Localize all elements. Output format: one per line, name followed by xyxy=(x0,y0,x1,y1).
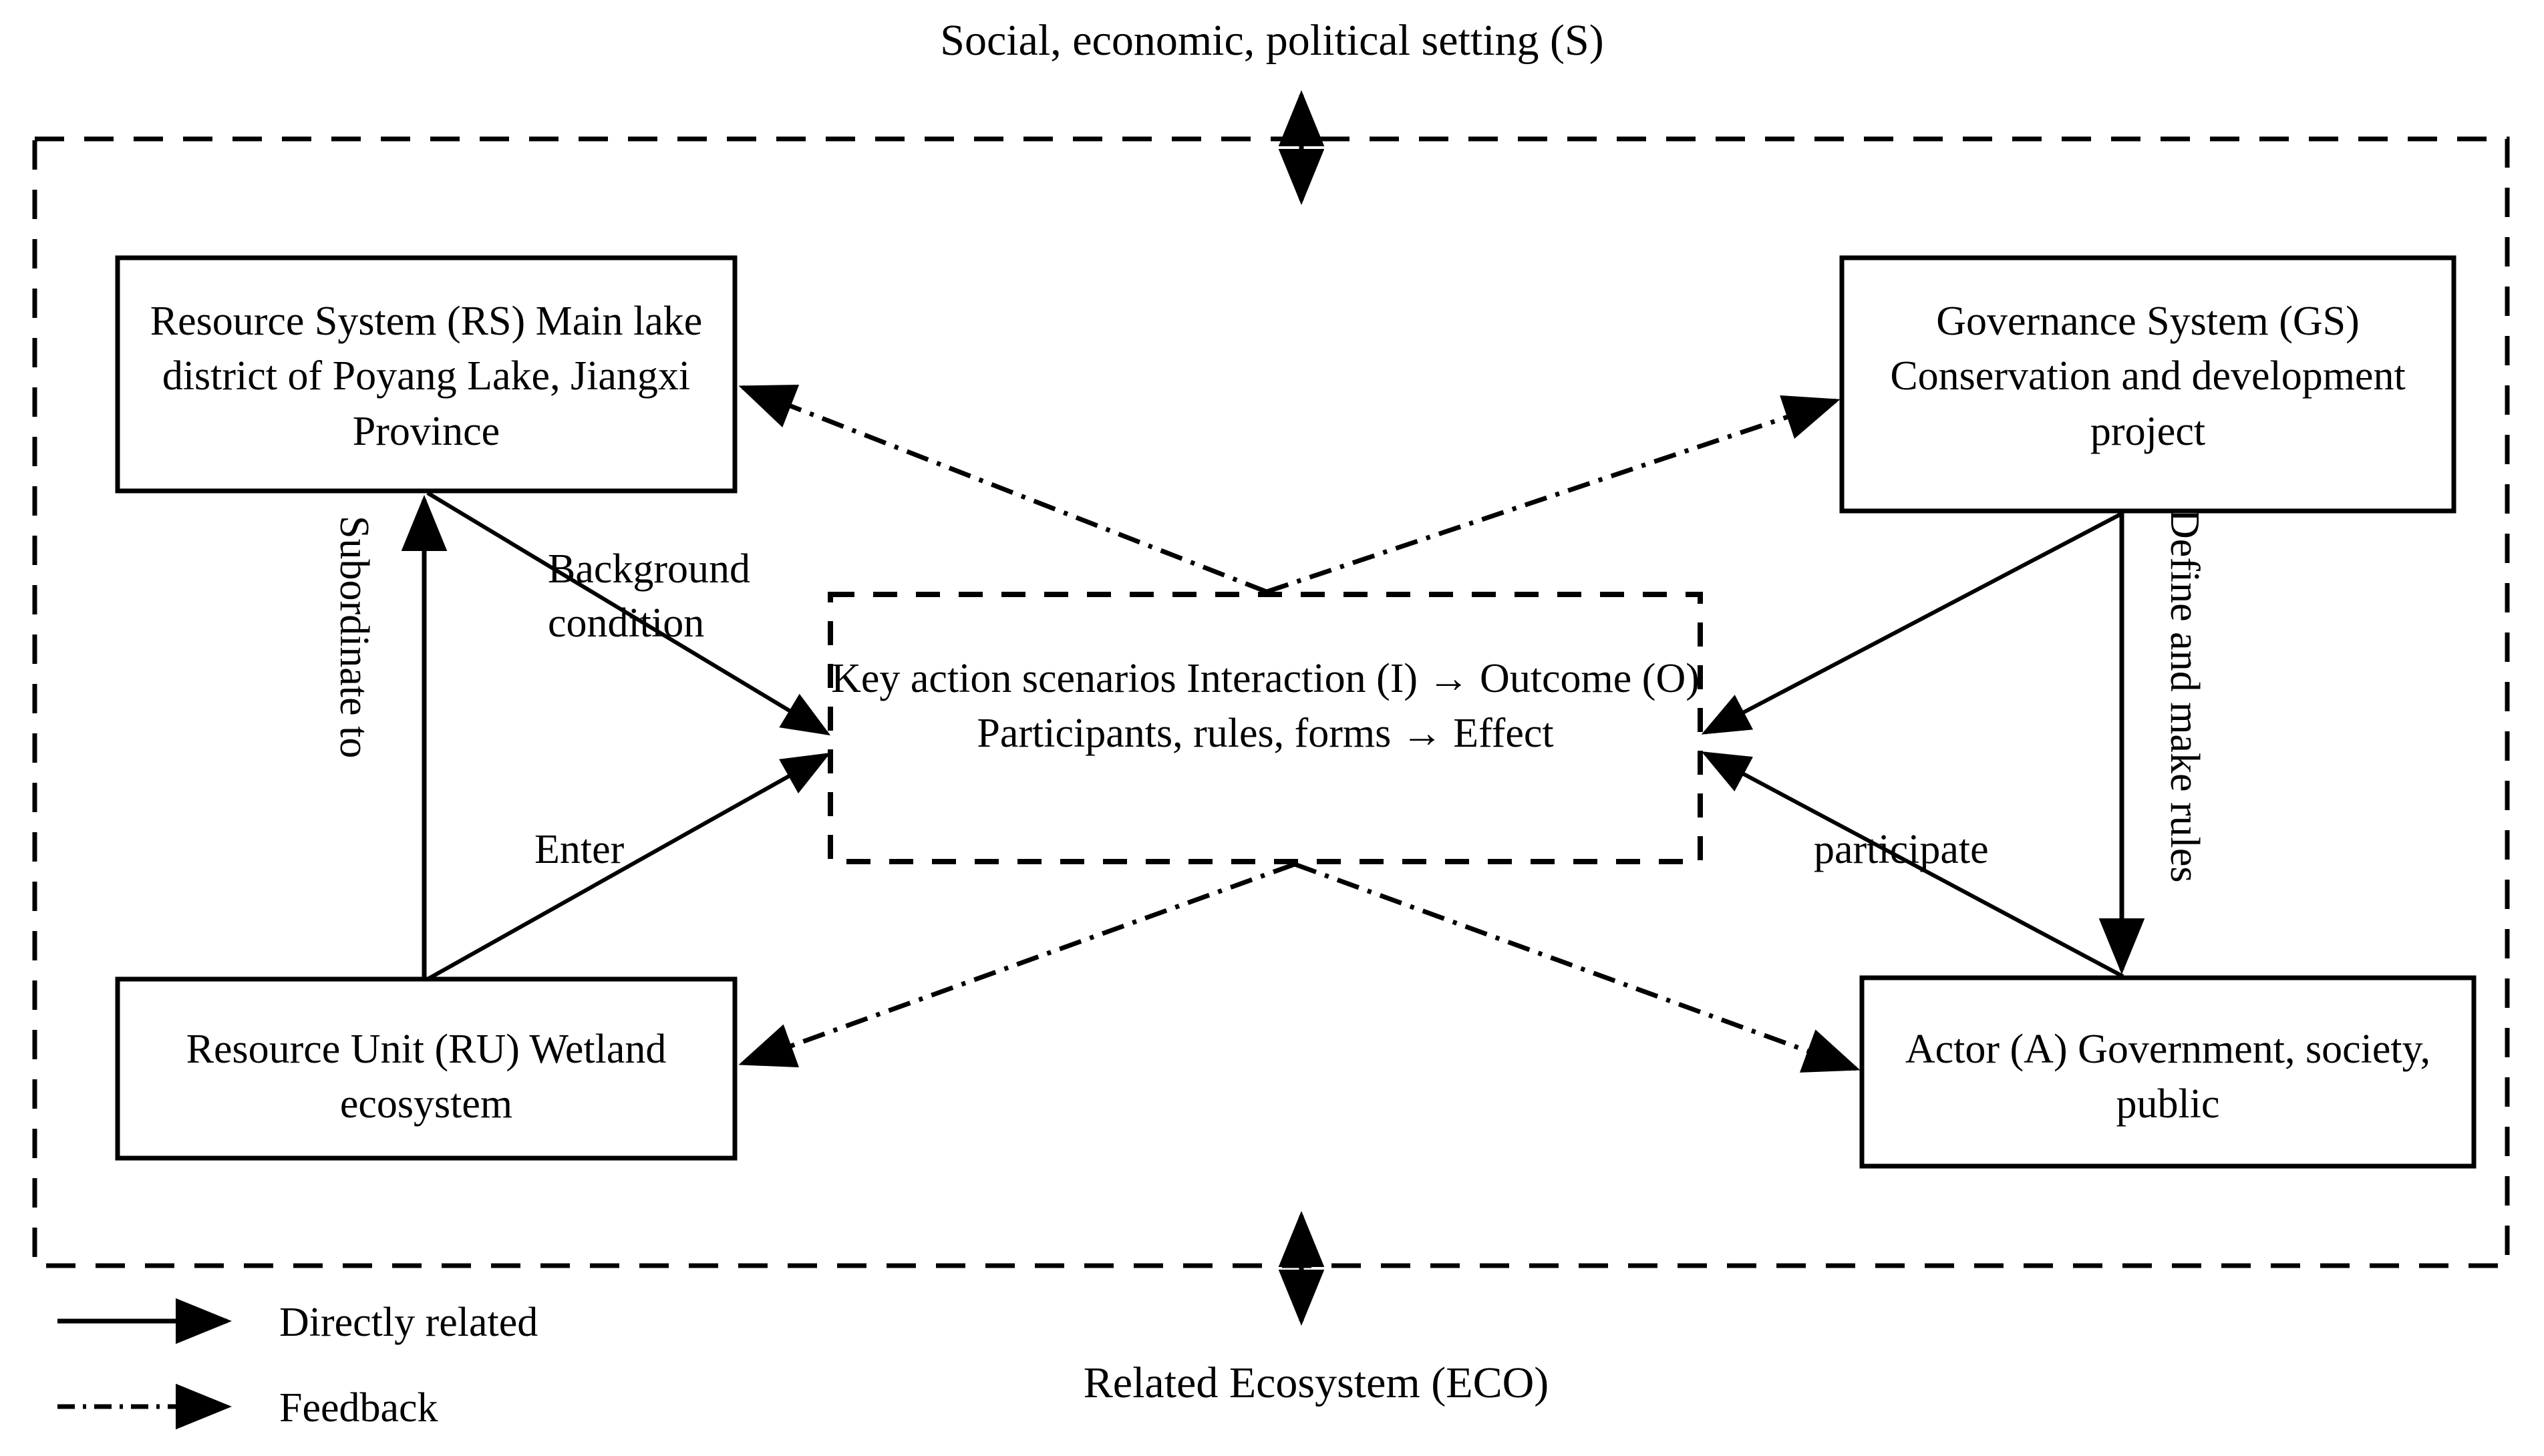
feedback-arrow-to-actor xyxy=(1293,862,1861,1073)
edge-label-subordinate-to: Subordinate to xyxy=(331,516,377,759)
ecosystem-title: Related Ecosystem (ECO) xyxy=(1083,1358,1549,1407)
legend-label-feedback: Feedback xyxy=(279,1385,438,1431)
resource-system-label: Resource System (RS) Main lake district … xyxy=(150,299,703,454)
setting-title: Social, economic, political setting (S) xyxy=(940,16,1604,65)
governance-system-label: Governance System (GS) Conservation and … xyxy=(1890,299,2406,454)
arrow-enter xyxy=(426,753,831,981)
feedback-arrow-to-resource-system xyxy=(738,385,1268,594)
legend-label-directly-related: Directly related xyxy=(279,1300,538,1345)
edge-label-participate: participate xyxy=(1814,827,1989,872)
key-action-scenarios-label: Key action scenarios Interaction (I) → O… xyxy=(831,656,1700,757)
resource-unit-label: Resource Unit (RU) Wetland ecosystem xyxy=(186,1027,667,1127)
actor-label: Actor (A) Government, society, public xyxy=(1905,1027,2431,1127)
edge-label-background-condition: Background condition xyxy=(548,546,751,646)
feedback-arrow-to-resource-unit xyxy=(738,862,1296,1068)
arrow-gs-to-scenarios xyxy=(1701,511,2124,735)
feedback-arrow-to-governance-system xyxy=(1265,395,1841,594)
edge-label-define-and-make-rules: Define and make rules xyxy=(2162,509,2207,883)
edge-label-enter: Enter xyxy=(534,827,625,872)
